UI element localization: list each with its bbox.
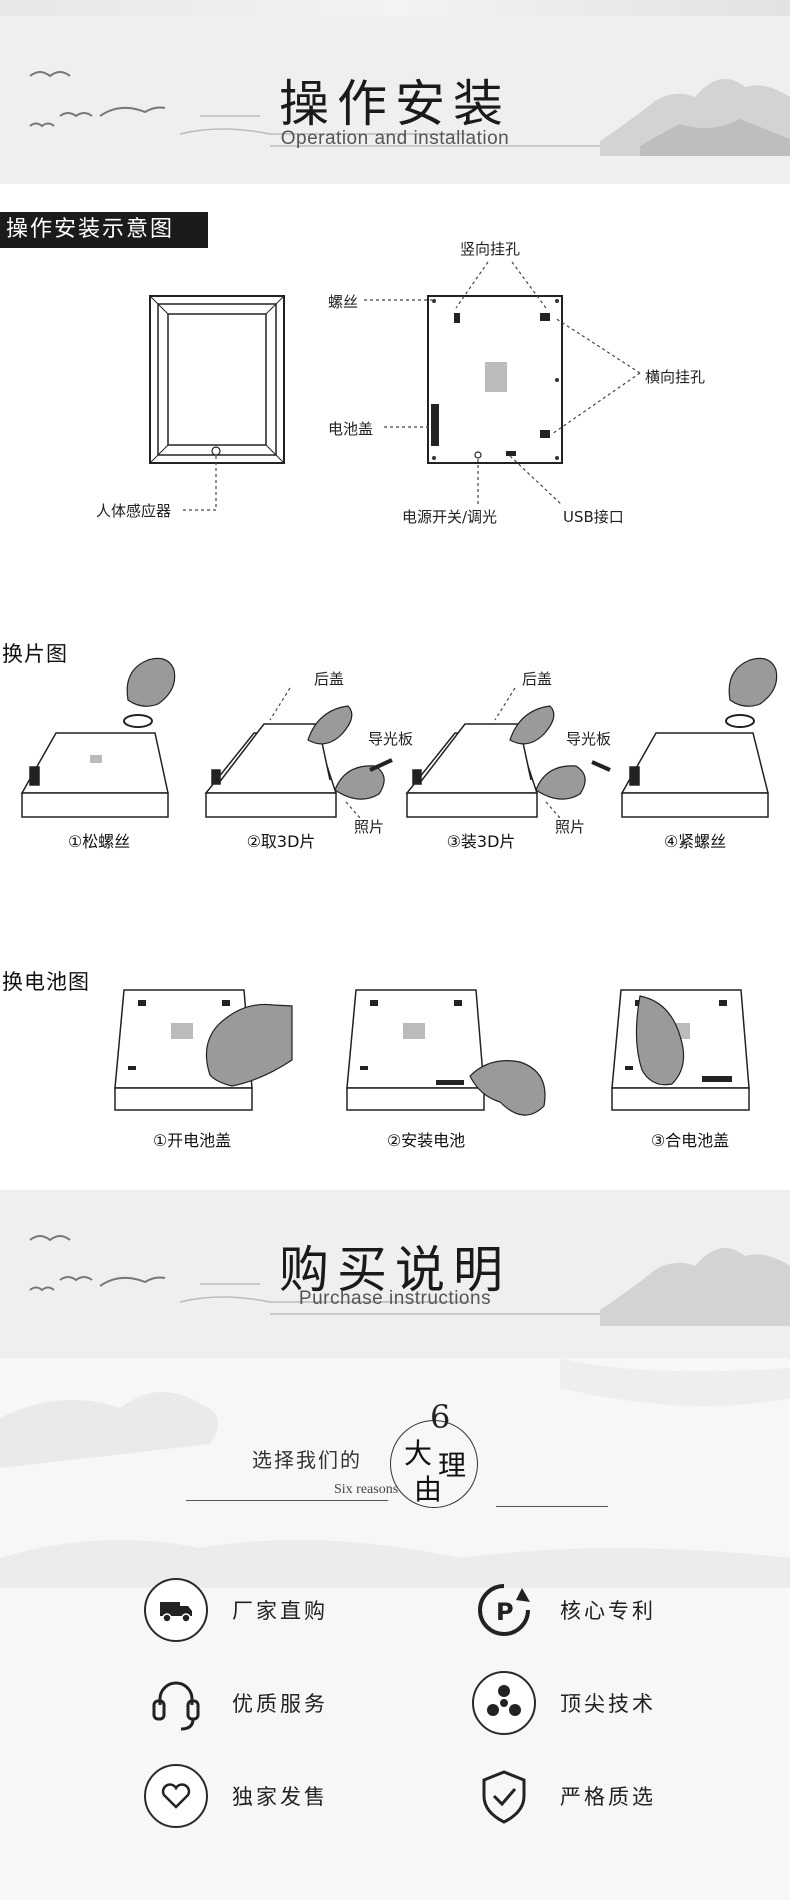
label-battery-cover: 电池盖 (328, 420, 374, 438)
swap-step-1: ①松螺丝 (67, 832, 131, 851)
leader-lines (364, 261, 641, 506)
reasons-circle (390, 1420, 478, 1508)
reason-label: 严格质选 (560, 1785, 656, 1809)
label-usb: USB接口 (563, 508, 624, 526)
reasons-section: 选择我们的 6 大 理 由 Six reasons 厂家直购 P 核心专利 优质… (0, 1358, 790, 1900)
ink-landscape-decoration-2 (29, 1235, 790, 1326)
reason-label: 厂家直购 (232, 1599, 328, 1623)
label-photo-2: 照片 (555, 818, 586, 836)
truck-icon (144, 1578, 208, 1642)
reason-item-exclusive: 独家发售 (144, 1764, 328, 1828)
banner-title-zh: 操作安装 (279, 75, 511, 133)
reason-item-quality: 严格质选 (472, 1764, 656, 1828)
label-light-guide-2: 导光板 (566, 730, 612, 748)
reasons-big-char-2: 理 (438, 1449, 467, 1482)
reasons-en: Six reasons (334, 1482, 399, 1497)
fan-icon (472, 1671, 536, 1735)
headset-icon (144, 1671, 208, 1735)
frame-front (149, 295, 285, 511)
banner-title-en: Operation and installation (280, 128, 510, 149)
reasons-right-line (496, 1506, 608, 1507)
label-back-cover-1: 后盖 (314, 670, 345, 688)
heart-chat-icon (144, 1764, 208, 1828)
label-power-switch: 电源开关/调光 (402, 508, 498, 526)
reason-label: 独家发售 (232, 1785, 328, 1809)
frame-back (427, 295, 563, 464)
reason-item-technology: 顶尖技术 (472, 1671, 656, 1735)
swap-step-4: ④紧螺丝 (663, 832, 727, 851)
reason-label: 顶尖技术 (560, 1692, 656, 1716)
label-light-guide-1: 导光板 (368, 730, 414, 748)
label-photo-1: 照片 (354, 818, 385, 836)
banner2-title-en: Purchase instructions (298, 1288, 492, 1309)
label-horizontal-hole: 横向挂孔 (645, 368, 706, 386)
banner-operation: 操作安装 Operation and installation (0, 16, 790, 184)
battery-hands (205, 995, 685, 1116)
svg-text:P: P (496, 1598, 514, 1626)
label-back-cover-2: 后盖 (522, 670, 553, 688)
battery-step-2: ②安装电池 (386, 1131, 466, 1150)
reason-label: 核心专利 (560, 1599, 656, 1623)
battery-diagram (114, 989, 750, 1116)
reason-item-service: 优质服务 (144, 1671, 328, 1735)
label-vertical-hole: 竖向挂孔 (460, 240, 521, 258)
section-label-battery: 换电池图 (2, 970, 90, 994)
top-strip (0, 0, 790, 16)
reason-item-patent: P 核心专利 (472, 1578, 656, 1642)
reasons-big-char-3: 由 (414, 1473, 443, 1506)
install-diagram (149, 261, 641, 511)
shield-check-icon (472, 1764, 536, 1828)
reason-item-factory: 厂家直购 (144, 1578, 328, 1642)
swap-diagram (20, 657, 778, 819)
reasons-background (0, 1358, 790, 1588)
patent-icon: P (472, 1578, 536, 1642)
reasons-prefix: 选择我们的 (252, 1448, 362, 1472)
hand-illustrations (126, 657, 778, 800)
reason-label: 优质服务 (232, 1692, 328, 1716)
battery-step-1: ①开电池盖 (152, 1131, 232, 1150)
label-screw: 螺丝 (328, 293, 359, 311)
label-sensor: 人体感应器 (96, 502, 172, 520)
swap-step-3: ③装3D片 (446, 832, 516, 851)
battery-step-3: ③合电池盖 (650, 1131, 730, 1150)
banner-purchase: 购买说明 Purchase instructions (0, 1190, 790, 1358)
ink-landscape-decoration (29, 71, 790, 156)
banner2-title-zh: 购买说明 (279, 1241, 511, 1299)
swap-step-2: ②取3D片 (246, 832, 316, 851)
reasons-left-line (186, 1500, 388, 1501)
reasons-big-char-1: 大 (404, 1437, 433, 1470)
section-label-swap: 换片图 (2, 642, 68, 666)
section-label-install: 操作安装示意图 (0, 212, 208, 248)
reasons-number: 6 (430, 1398, 451, 1436)
